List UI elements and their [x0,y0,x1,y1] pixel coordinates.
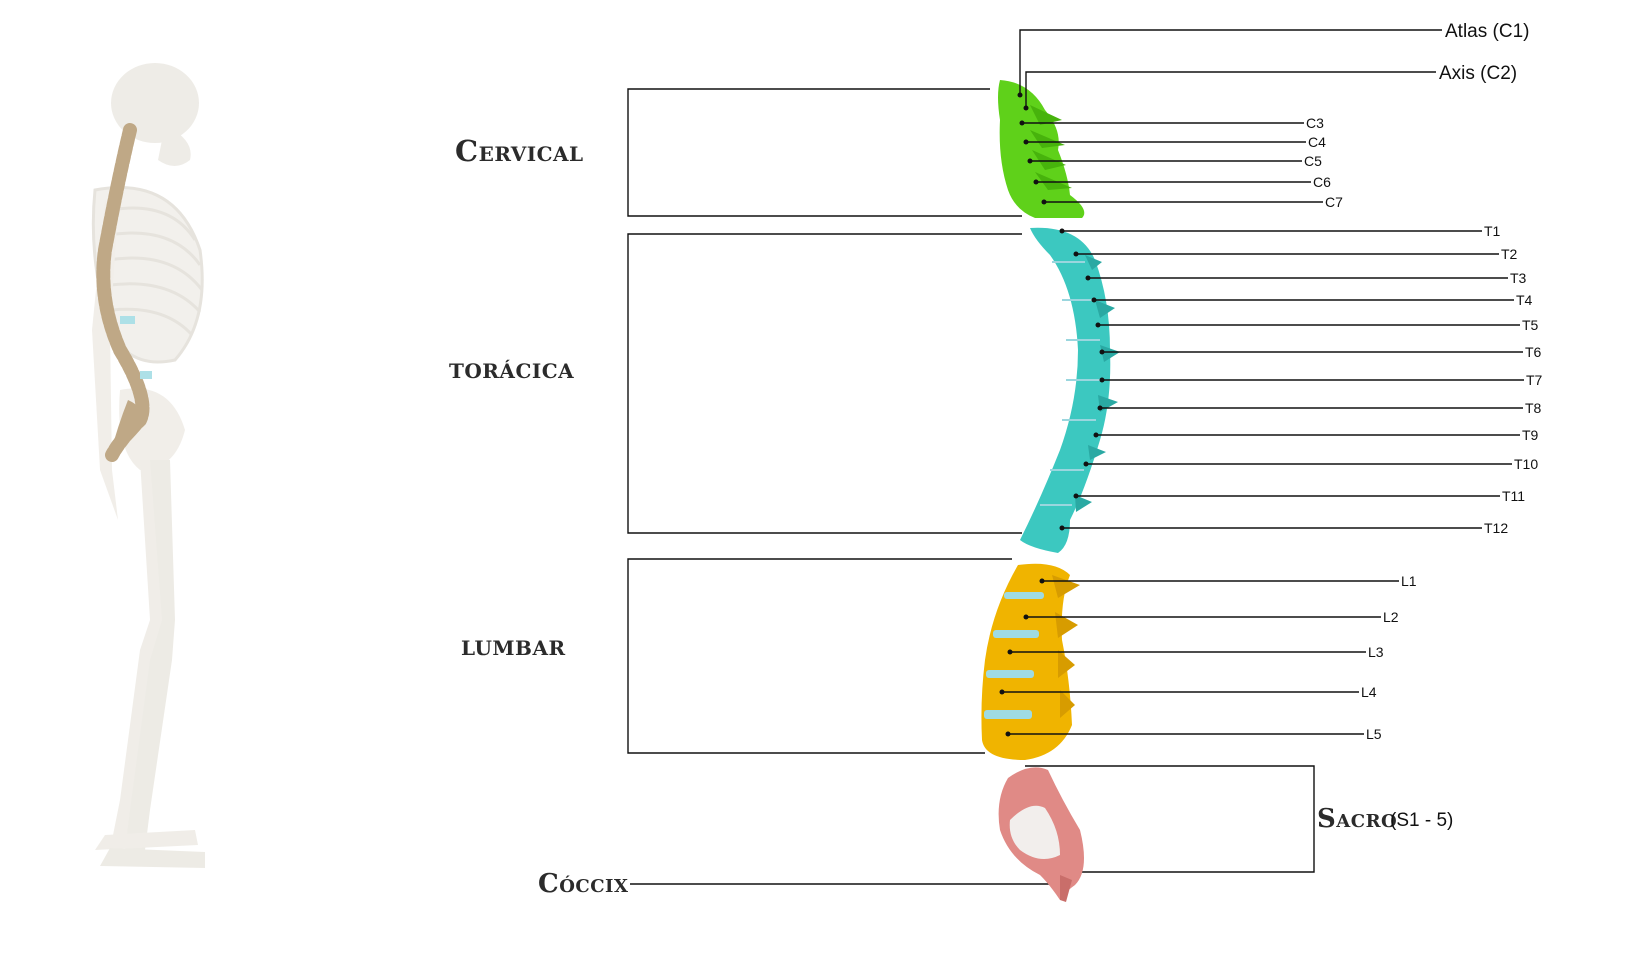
label-t6: T6 [1525,344,1542,360]
leg-left [112,460,165,842]
label-l4: L4 [1361,684,1377,700]
label-t3: T3 [1510,270,1527,286]
bracket-thoracic [627,233,1022,534]
bracket-sacrum [1025,765,1315,873]
label-t4: T4 [1516,292,1533,308]
region-thoracic: torácica [449,351,574,385]
thoracic-processes [1075,255,1120,512]
label-c3: C3 [1306,115,1324,131]
bracket-cervical [627,88,1022,217]
label-t7: T7 [1526,372,1543,388]
bracket-lumbar [627,558,1012,754]
vertebra-labels: Atlas (C1) Axis (C2) C3 C4 C5 C6 C7 T1 T… [999,21,1543,742]
label-c1: Atlas (C1) [1445,21,1529,42]
sacrum-face [1009,805,1060,859]
jaw [158,125,191,166]
foot-right [100,848,205,868]
label-l2: L2 [1383,609,1399,625]
label-l5: L5 [1366,726,1382,742]
sacrum-coccyx [998,767,1084,902]
label-c4: C4 [1308,134,1326,150]
region-brackets [627,88,1315,885]
label-c5: C5 [1304,153,1322,169]
label-c6: C6 [1313,174,1331,190]
skeleton-sacrum [110,400,144,455]
label-l3: L3 [1368,644,1384,660]
thoracic-body [1020,227,1111,553]
skull [111,63,199,143]
region-cervical: Cervical [455,134,584,168]
skeleton-figure [91,63,205,868]
label-t8: T8 [1525,400,1542,416]
label-t5: T5 [1522,317,1539,333]
label-c2: Axis (C2) [1439,63,1517,84]
leader-c1 [1019,29,1442,95]
region-sacrum: Sacro [1317,804,1397,834]
label-t11: T11 [1502,488,1525,504]
sacrum-title: Sacro [1317,804,1397,834]
cervical-vertebrae [998,80,1085,218]
lumbar-discs [984,592,1044,719]
label-l1: L1 [1401,573,1417,589]
leg-right [125,460,175,850]
cervical-body [998,80,1085,218]
thoracic-vertebrae [1020,227,1120,553]
label-t9: T9 [1522,427,1539,443]
label-t10: T10 [1514,456,1538,472]
region-coccyx: Cóccix [538,869,628,899]
sacrum-range: (S1 - 5) [1390,810,1453,831]
label-c7: C7 [1325,194,1343,210]
label-t2: T2 [1501,246,1518,262]
label-t1: T1 [1484,223,1501,239]
region-lumbar: lumbar [461,628,566,662]
cervical-processes [1030,105,1072,190]
foot-left [95,830,198,850]
ribs [107,206,204,337]
thoracic-discs [1040,261,1100,506]
coccyx-shape [1060,875,1072,902]
label-t12: T12 [1484,520,1508,536]
leader-c2 [1025,71,1436,108]
lumbar-vertebrae [981,563,1080,760]
